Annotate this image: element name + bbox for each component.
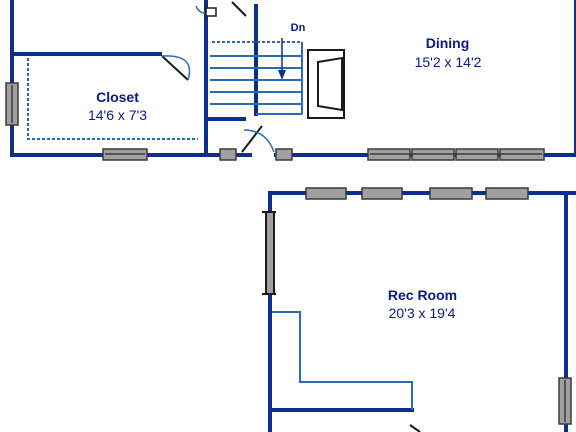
rec-sliding-door-icon [262,211,276,295]
rec-window-3 [429,187,473,200]
closet-dashed-outline [27,58,198,140]
entry-door-icon [241,125,275,153]
rec-room-built-in [272,311,421,432]
top-door-icon [195,1,247,17]
dining-dimensions: 15'2 x 14'2 [414,54,482,70]
hall-window-left [219,148,237,161]
rec-window-4 [485,187,529,200]
dining-name: Dining [425,35,470,51]
closet-name: Closet [96,89,139,105]
stairs-down-arrow-icon [278,38,286,80]
stairs [210,41,303,115]
fireplace-icon [307,49,345,119]
upper-windows [5,82,545,161]
closet-door-icon [161,55,191,81]
stairs-down-label: Dn [290,22,306,34]
rec-window-1 [305,187,347,200]
rec-room-name: Rec Room [387,287,458,303]
hall-window-right [275,148,293,161]
rec-room-windows [305,187,572,425]
closet-dimensions: 14'6 x 7'3 [87,107,148,123]
rec-room-dimensions: 20'3 x 19'4 [388,305,456,321]
door-swings [161,1,275,153]
rec-window-2 [361,187,403,200]
